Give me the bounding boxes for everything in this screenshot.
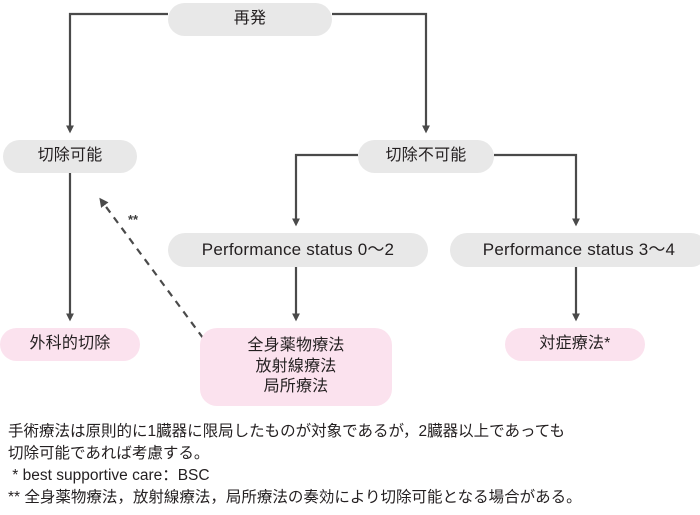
node-resectable: 切除可能 [3,140,137,173]
footnote-main-line-2: 切除可能であれば考慮する。 [8,445,210,462]
footnote-single-asterisk: * best supportive care：BSC [8,467,210,484]
footnotes: 手術療法は原則的に1臓器に限局したものが対象であるが，2臓器以上であっても 切除… [8,421,696,509]
node-supportive-care: 対症療法* [505,328,645,361]
node-resectable-label: 切除可能 [37,147,103,165]
edge-recurrence-to-unresectable [332,12,430,134]
node-unresectable: 切除不可能 [358,140,494,173]
footnote-main-line-1: 手術療法は原則的に1臓器に限局したものが対象であるが，2臓器以上であっても [8,423,565,440]
node-surgical-resection-label: 外科的切除 [29,335,111,353]
node-performance-status-3-4-label: Performance status 3〜4 [482,239,676,259]
footnote-double-asterisk: ** 全身薬物療法，放射線療法，局所療法の奏効により切除可能となる場合がある。 [8,489,582,506]
node-surgical-resection: 外科的切除 [0,328,140,361]
node-performance-status-3-4: Performance status 3〜4 [450,233,700,267]
edge-unresectable-to-ps34 [494,153,580,227]
node-recurrence: 再発 [168,3,332,36]
node-systemic-therapy: 全身薬物療法 放射線療法 局所療法 [200,328,392,406]
node-systemic-therapy-label: 全身薬物療法 放射線療法 局所療法 [247,336,345,396]
node-recurrence-label: 再発 [233,10,267,28]
edge-recurrence-to-resectable [66,12,168,134]
node-performance-status-0-2-label: Performance status 0〜2 [201,239,395,259]
edge-footnote-marker: ** [128,212,139,227]
node-unresectable-label: 切除不可能 [385,147,467,165]
node-supportive-care-label: 対症療法* [539,335,611,353]
edge-unresectable-to-ps02 [292,153,358,227]
node-performance-status-0-2: Performance status 0〜2 [168,233,428,267]
edge-systemic-to-resectable-dashed [99,197,204,339]
